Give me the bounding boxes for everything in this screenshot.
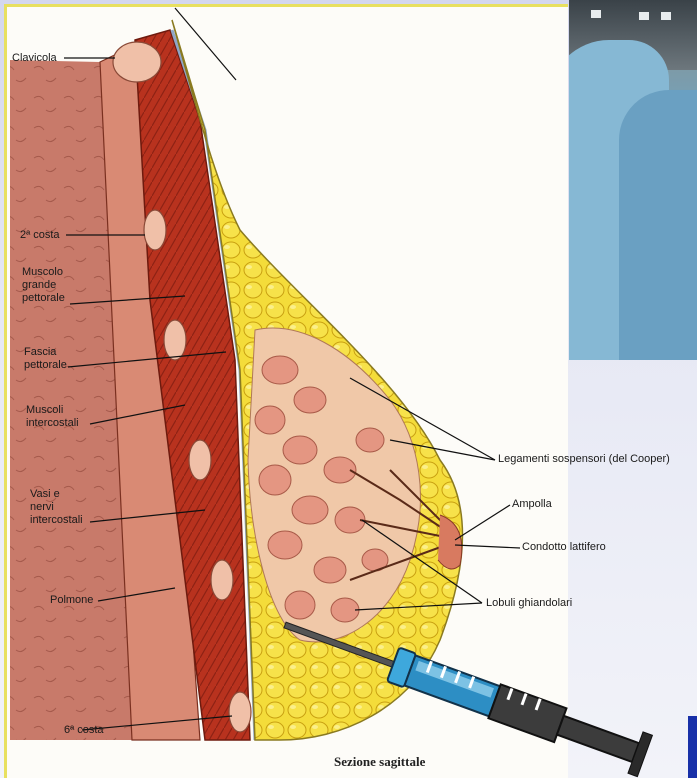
label-gland-lobules: Lobuli ghiandolari: [486, 597, 572, 610]
label-clavicola: Clavicola: [12, 52, 57, 65]
label-ampulla: Ampolla: [512, 498, 552, 511]
label-intercostal-muscles: Muscoli intercostali: [26, 404, 79, 430]
label-lung: Polmone: [50, 594, 93, 607]
label-pectoral-fascia: Fascia pettorale: [24, 346, 67, 372]
label-cooper-ligaments: Legamenti sospensori (del Cooper): [498, 453, 670, 466]
label-intercostal-vessels-nerves: Vasi e nervi intercostali: [30, 488, 83, 527]
figure-caption: Sezione sagittale: [334, 754, 425, 770]
label-2nd-rib: 2ª costa: [20, 229, 60, 242]
label-pectoralis-major: Muscolo grande pettorale: [22, 266, 65, 305]
label-lactiferous-duct: Condotto lattifero: [522, 541, 606, 554]
label-6th-rib: 6ª costa: [64, 724, 104, 737]
slide-corner-accent: [688, 716, 697, 778]
